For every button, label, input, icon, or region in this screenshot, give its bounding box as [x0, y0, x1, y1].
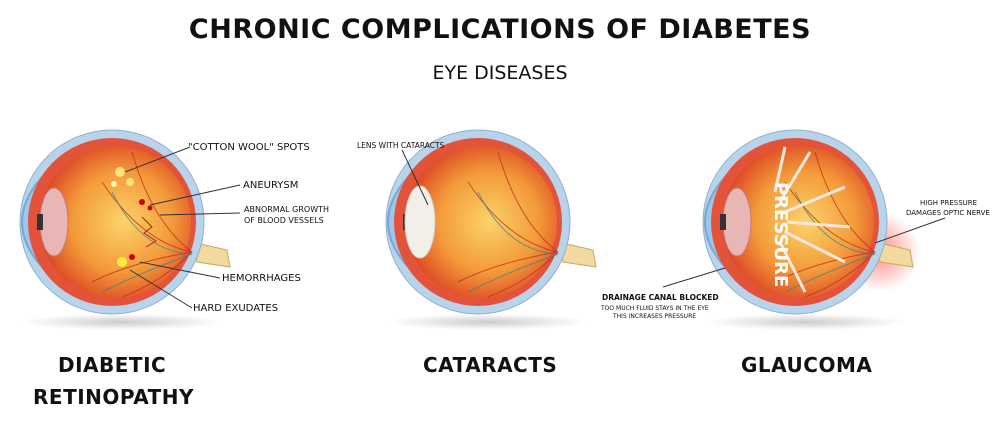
label-hard-exudates: HARD EXUDATES: [193, 303, 279, 314]
name-glaucoma: GLAUCOMA: [741, 353, 873, 377]
pressure-overlay: PRESSURE: [770, 182, 791, 287]
label-abnormal-growth: ABNORMAL GROWTH: [244, 205, 330, 214]
label-high-pressure: HIGH PRESSURE: [920, 199, 978, 207]
label-damages-optic-nerve: DAMAGES OPTIC NERVE: [906, 209, 990, 217]
label-too-much-fluid: TOO MUCH FLUID STAYS IN THE EYE: [601, 305, 709, 312]
label-increases-pressure: THIS INCREASES PRESSURE: [613, 313, 697, 320]
label-drainage-canal-blocked: DRAINAGE CANAL BLOCKED: [602, 293, 719, 302]
retinopathy-eye: [19, 129, 231, 331]
label-aneurysm: ANEURYSM: [243, 180, 299, 191]
name-diabetic: DIABETIC: [58, 353, 167, 377]
glaucoma-eye: PRESSURE: [702, 129, 920, 331]
page-subtitle: EYE DISEASES: [432, 62, 568, 84]
cataract-eye: [385, 129, 597, 331]
leader-lines: [124, 146, 946, 309]
label-hemorrhages: HEMORRHAGES: [222, 273, 301, 284]
page-title: CHRONIC COMPLICATIONS OF DIABETES: [188, 14, 812, 45]
label-lens-with-cataracts: LENS WITH CATARACTS: [357, 141, 445, 150]
name-retinopathy: RETINOPATHY: [33, 385, 194, 409]
name-cataracts: CATARACTS: [423, 353, 558, 377]
label-blood-vessels: OF BLOOD VESSELS: [244, 216, 324, 225]
label-cotton-wool-spots: "COTTON WOOL" SPOTS: [188, 142, 310, 153]
